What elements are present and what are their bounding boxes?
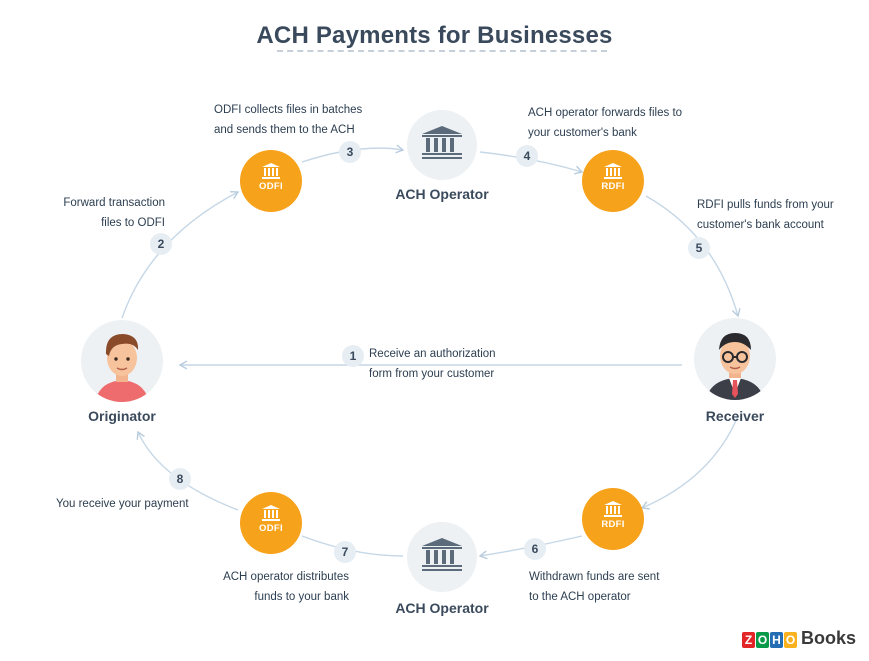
step-badge-1: 1 <box>342 345 364 367</box>
step-badge-7: 7 <box>334 541 356 563</box>
step-caption-3: ODFI collects files in batches and sends… <box>214 104 363 136</box>
step-caption-4: ACH operator forwards files to your cust… <box>528 107 683 139</box>
rdfi-bottom-node: RDFI <box>582 488 644 550</box>
rdfi-top-node: RDFI <box>582 150 644 212</box>
title-underline <box>277 50 607 52</box>
step-caption-2: Forward transaction files to ODFI <box>63 197 165 229</box>
bank-icon <box>604 501 622 517</box>
step-badge-2: 2 <box>150 233 172 255</box>
bank-building-icon <box>422 126 462 159</box>
originator-avatar <box>81 320 163 402</box>
ach-operator-top-label: ACH Operator <box>395 186 489 202</box>
step-caption-5: RDFI pulls funds from your customer's ba… <box>697 199 834 231</box>
ach-operator-bottom-label: ACH Operator <box>395 600 489 616</box>
step-badge-4: 4 <box>516 145 538 167</box>
connector-6 <box>640 415 739 510</box>
step-badge-6: 6 <box>524 538 546 560</box>
bank-icon <box>604 163 622 179</box>
step-caption-7: ACH operator distributes funds to your b… <box>223 571 349 603</box>
receiver-avatar <box>694 318 776 400</box>
bank-building-icon <box>422 538 462 571</box>
odfi-bottom-node: ODFI <box>240 492 302 554</box>
ach-operator-top-node <box>407 110 477 180</box>
ach-operator-bottom-node <box>407 522 477 592</box>
person-icon <box>95 334 149 402</box>
originator-label: Originator <box>88 408 156 424</box>
page-title: ACH Payments for Businesses <box>256 22 613 49</box>
person-icon <box>706 333 764 400</box>
bank-icon <box>262 505 280 521</box>
step-badge-8: 8 <box>169 468 191 490</box>
step-caption-6: Withdrawn funds are sent to the ACH oper… <box>529 571 660 603</box>
receiver-label: Receiver <box>705 408 765 424</box>
odfi-top-node: ODFI <box>240 150 302 212</box>
step-caption-8: You receive your payment <box>56 498 189 510</box>
step-badge-5: 5 <box>688 237 710 259</box>
bank-icon <box>262 163 280 179</box>
step-caption-1: Receive an authorization form from your … <box>369 348 496 380</box>
step-badge-3: 3 <box>339 141 361 163</box>
